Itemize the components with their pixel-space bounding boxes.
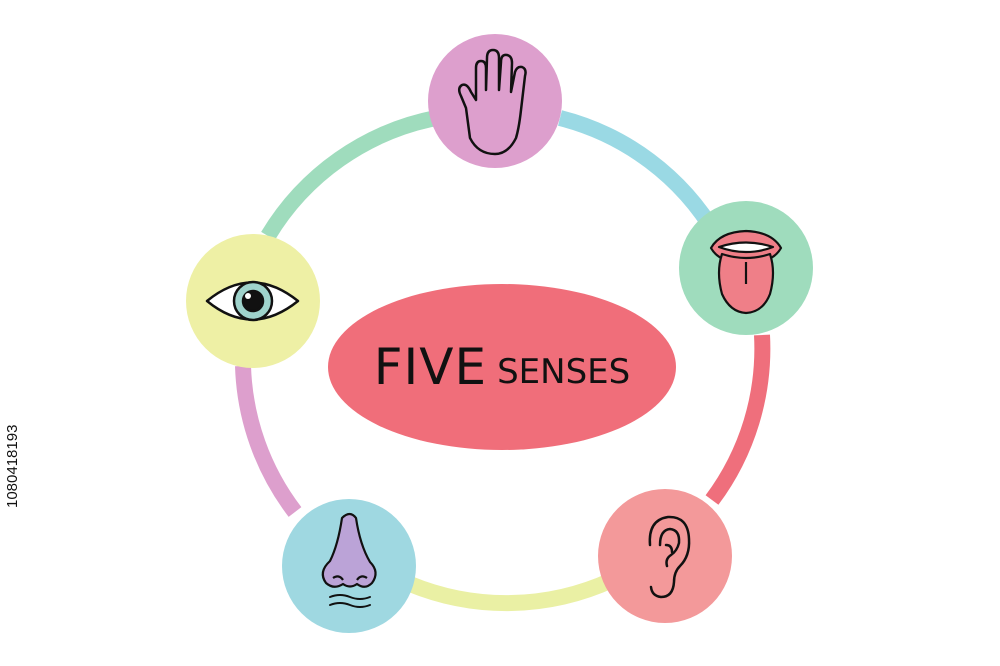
ear-icon: [648, 515, 691, 599]
sense-taste: [679, 201, 813, 335]
sense-hearing: [598, 489, 732, 623]
center-ellipse: [328, 284, 676, 450]
ring-arc-taste-hearing: [705, 334, 771, 505]
nose-icon: [321, 512, 377, 588]
tongue-icon: [709, 229, 783, 315]
ring-arc-smell-sight: [235, 365, 302, 517]
ring-arc-sight-touch: [261, 110, 438, 241]
sense-touch: [428, 34, 562, 168]
ring-arc-hearing-smell: [406, 572, 616, 612]
sense-sight: [186, 234, 320, 368]
hand-icon: [458, 48, 527, 156]
sense-smell: [282, 499, 416, 633]
eye-icon: [205, 280, 300, 322]
smell-waves-icon: [329, 594, 371, 608]
ring-arc-touch-taste: [558, 110, 723, 240]
side-code: 1080418193: [4, 424, 21, 508]
